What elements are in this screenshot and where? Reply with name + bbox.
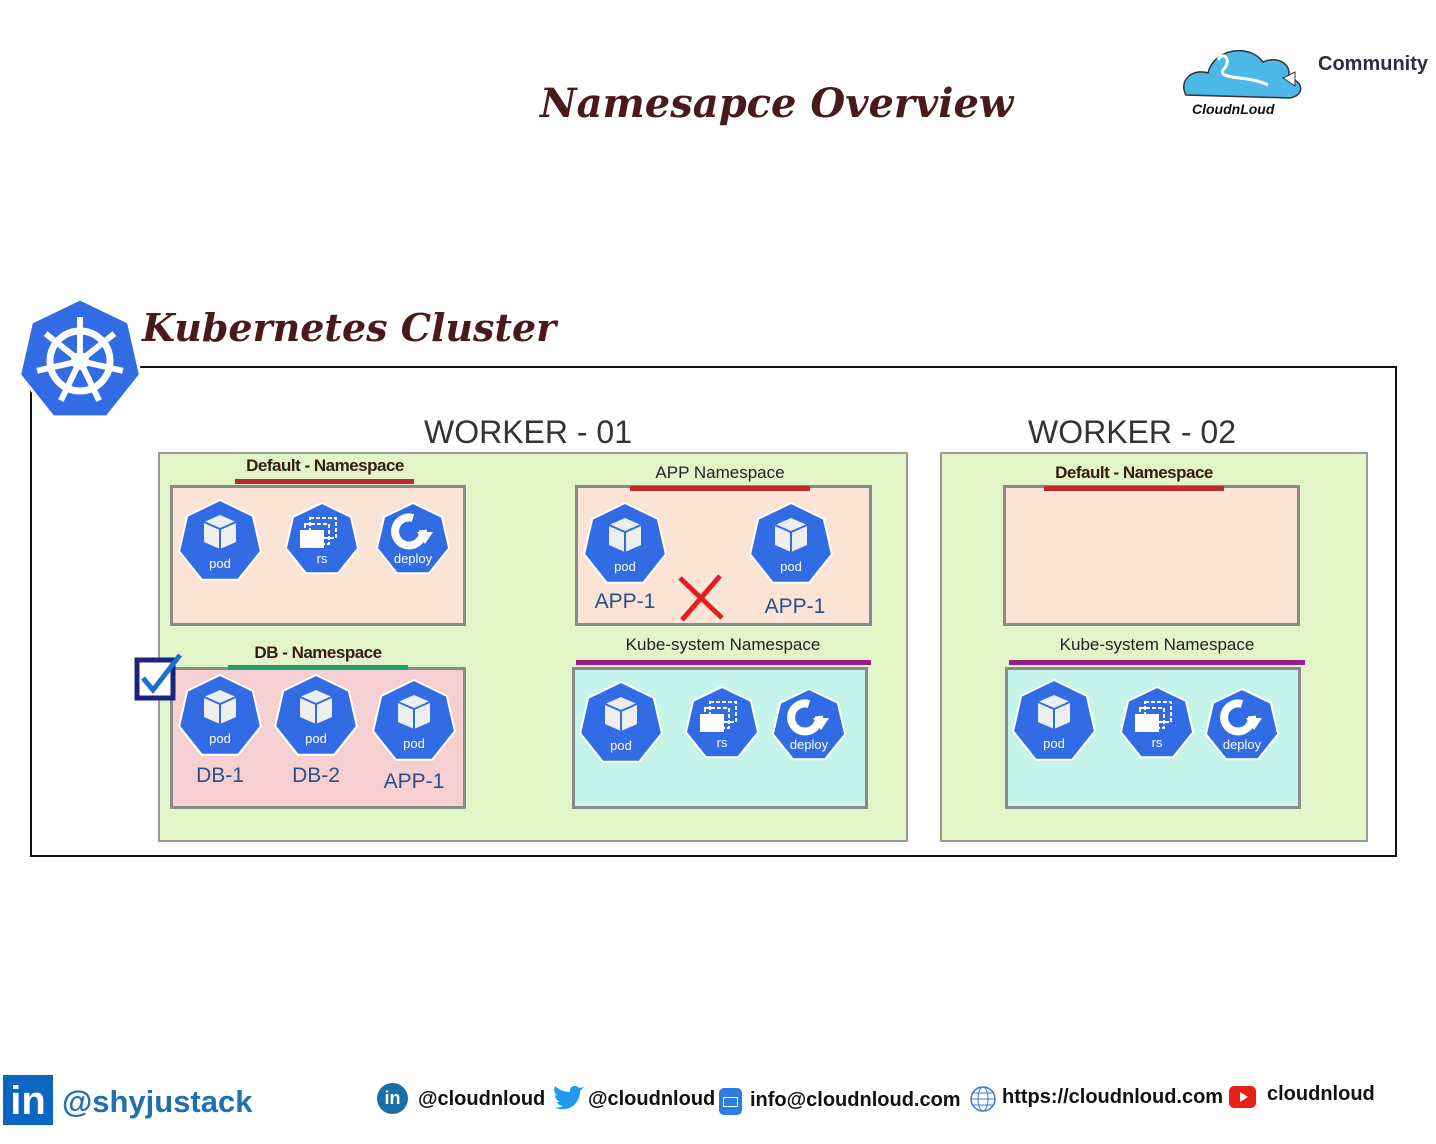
pod-icon-label: pod	[1043, 736, 1065, 751]
footer-email[interactable]: info@cloudnloud.com	[750, 1089, 961, 1111]
author-handle: @shyjustack	[62, 1084, 253, 1119]
footer-twitter[interactable]: @cloudnloud	[588, 1088, 716, 1110]
w2-default-namespace	[1003, 485, 1300, 626]
linkedin-icon: in	[3, 1075, 53, 1125]
w1-app-namespace-label: APP Namespace	[655, 463, 785, 482]
deploy-icon: deploy	[764, 681, 854, 776]
pod-icon-label: pod	[305, 731, 327, 746]
pod-icon-label: pod	[610, 738, 632, 753]
cluster-title: Kubernetes Cluster	[142, 305, 557, 350]
youtube-icon	[1229, 1086, 1256, 1108]
pod-icon-label: pod	[403, 736, 425, 751]
rs-icon-label: rs	[1152, 735, 1163, 750]
w1-kube-system-namespace-label: Kube-system Namespace	[625, 635, 821, 654]
pod-icon-label: pod	[209, 731, 231, 746]
pod-icon: pod	[369, 677, 459, 772]
footer-youtube[interactable]: cloudnloud	[1267, 1083, 1375, 1105]
deploy-icon-label: deploy	[1223, 737, 1262, 752]
pod-icon: pod	[175, 672, 265, 767]
cross-icon	[676, 574, 726, 627]
rs-icon: rs	[677, 679, 767, 774]
w2-kube-system-namespace-label: Kube-system Namespace	[1059, 635, 1255, 654]
email-icon	[719, 1088, 742, 1115]
pod-icon-label: pod	[614, 559, 636, 574]
footer-website[interactable]: https://cloudnloud.com	[1002, 1086, 1224, 1108]
kubernetes-logo-icon	[15, 297, 145, 430]
rs-icon: rs	[1112, 679, 1202, 774]
w1-default-namespace-label: Default - Namespace	[246, 456, 404, 475]
pod-icon: pod	[1009, 677, 1099, 772]
page-title: Namesapce Overview	[540, 80, 1014, 127]
cloudnloud-logo: CloudnLoud	[1178, 40, 1313, 130]
pod-icon: pod	[271, 672, 361, 767]
pod-icon-label: pod	[209, 556, 231, 571]
w2-default-namespace-label: Default - Namespace	[1055, 463, 1213, 482]
deploy-icon: deploy	[1197, 681, 1287, 776]
pod-icon: pod	[580, 500, 670, 595]
rs-icon: rs	[277, 495, 367, 590]
kube-system-namespace-bar	[1009, 660, 1305, 665]
app-namespace-bar	[630, 486, 810, 491]
default-namespace-bar	[1044, 486, 1224, 491]
logo-tagline: Community	[1318, 53, 1428, 75]
logo-brand: CloudnLoud	[1192, 101, 1275, 117]
w1-db-namespace-label: DB - Namespace	[254, 643, 382, 662]
deploy-icon-label: deploy	[790, 737, 829, 752]
linkedin-icon: in	[377, 1083, 408, 1114]
pod-icon: pod	[746, 500, 836, 595]
pod-icon-label: pod	[780, 559, 802, 574]
rs-icon-label: rs	[717, 735, 728, 750]
db-namespace-bar	[228, 665, 408, 670]
pod-name-app-1: APP-1	[383, 770, 445, 793]
footer-linkedin[interactable]: @cloudnloud	[418, 1088, 546, 1110]
pod-name-app-1: APP-1	[764, 595, 826, 618]
worker-01-label: WORKER - 01	[423, 414, 633, 450]
globe-icon	[970, 1085, 996, 1118]
worker-02-label: WORKER - 02	[1027, 414, 1237, 450]
pod-name-app-1: APP-1	[594, 590, 656, 613]
rs-icon-label: rs	[317, 551, 328, 566]
twitter-icon	[552, 1085, 584, 1118]
deploy-icon: deploy	[368, 495, 458, 590]
pod-icon: pod	[175, 497, 265, 592]
pod-name-db-1: DB-1	[196, 764, 244, 787]
pod-icon: pod	[576, 679, 666, 774]
deploy-icon-label: deploy	[394, 551, 433, 566]
kube-system-namespace-bar	[576, 660, 871, 665]
cluster-box	[30, 366, 1397, 857]
default-namespace-bar	[235, 479, 414, 484]
pod-name-db-2: DB-2	[292, 764, 340, 787]
checkbox-checked-icon	[134, 652, 184, 707]
